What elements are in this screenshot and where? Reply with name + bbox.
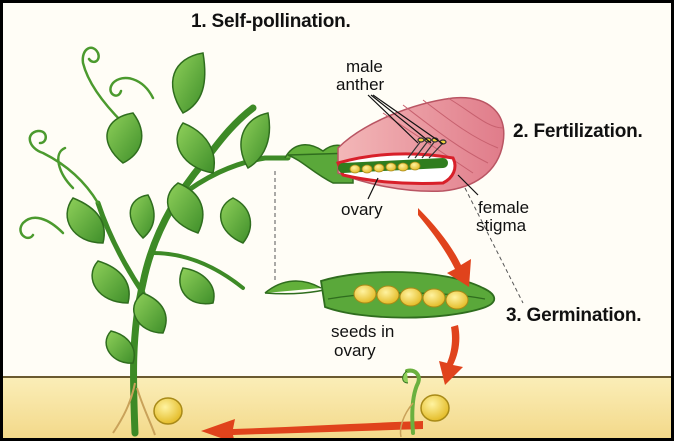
step-germination-label: 3. Germination. (506, 305, 641, 327)
female-stigma-label-line2: stigma (476, 217, 526, 234)
step-self-pollination-label: 1. Self-pollination. (191, 11, 351, 33)
seeds-in-ovary-label-line2: ovary (334, 342, 376, 359)
male-anther-label-line1: male (346, 58, 383, 75)
pea-plant-illustration (20, 48, 288, 433)
flower-cross-section-illustration (285, 98, 504, 192)
ovary-label: ovary (341, 201, 383, 218)
planted-seed (154, 398, 182, 424)
male-anther-label-line2: anther (336, 76, 384, 93)
seeds-in-ovary-label-line1: seeds in (331, 323, 394, 340)
pea-life-cycle-illustration (3, 3, 671, 438)
step-fertilization-label: 2. Fertilization. (513, 121, 643, 143)
female-stigma-label-line1: female (478, 199, 529, 216)
